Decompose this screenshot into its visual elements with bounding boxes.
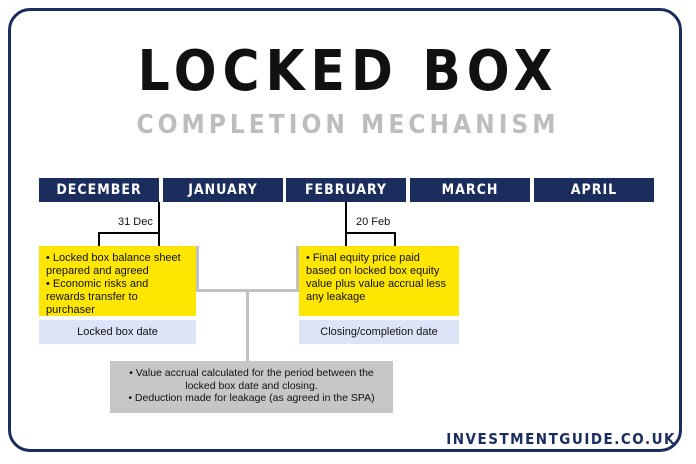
month-april: APRIL [534,178,654,202]
locked-box-description: • Locked box balance sheet prepared and … [39,246,196,316]
left-point-1: • Locked box balance sheet prepared and … [46,252,181,277]
left-connector-vertical [196,246,199,291]
dec-marker-line [158,202,160,246]
closing-date-label: Closing/completion date [299,320,459,344]
diagram-subtitle: COMPLETION MECHANISM [136,110,560,140]
connector-horizontal [196,289,302,292]
month-march: MARCH [410,178,530,202]
feb-marker-line [345,202,347,246]
diagram-title: LOCKED BOX [137,39,559,104]
center-point-1: • Value accrual calculated for the perio… [129,367,374,392]
feb-marker-bracket [345,232,396,234]
dec-marker-drop [98,232,100,246]
feb-date-label: 20 Feb [356,216,391,228]
dec-marker-bracket [98,232,160,234]
left-point-2: • Economic risks and rewards transfer to… [46,278,149,316]
closing-description: • Final equity price paid based on locke… [299,246,459,316]
diagram-frame [8,8,682,452]
right-connector-vertical [296,246,299,291]
month-january: JANUARY [163,178,283,202]
site-footer: INVESTMENTGUIDE.CO.UK [446,430,676,448]
dec-date-label: 31 Dec [118,216,153,228]
right-point-1: • Final equity price paid based on locke… [306,252,447,303]
center-point-2: • Deduction made for leakage (as agreed … [128,392,375,404]
locked-box-date-label: Locked box date [39,320,196,344]
month-february: FEBRUARY [286,178,406,202]
value-accrual-box: • Value accrual calculated for the perio… [110,361,393,413]
month-december: DECEMBER [39,178,159,202]
center-connector-vertical [246,289,249,361]
feb-marker-drop [394,232,396,246]
